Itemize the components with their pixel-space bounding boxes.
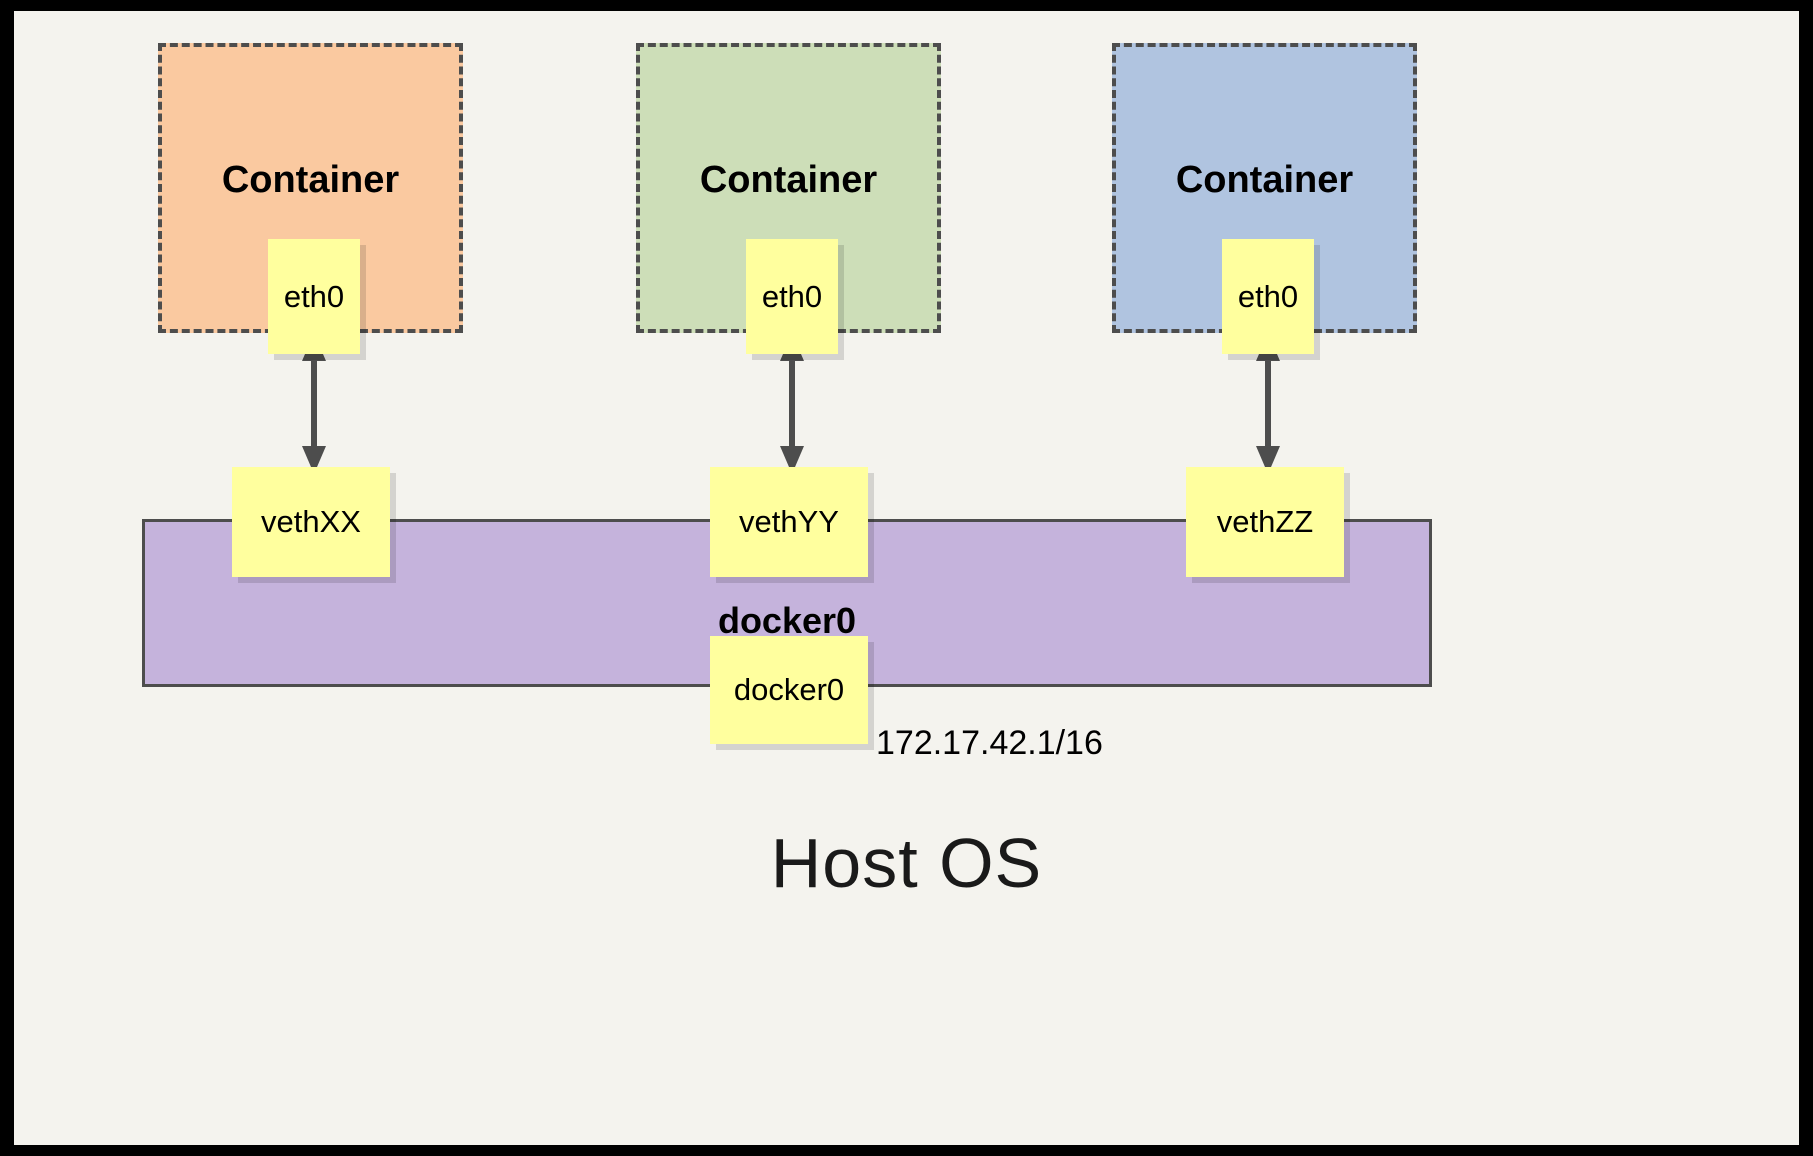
container-title-3: Container [1175, 159, 1354, 201]
container-title-2: Container [699, 159, 878, 201]
container-box-2: Container eth0 [636, 43, 941, 354]
eth0-interface-3: eth0 [1222, 239, 1314, 354]
veth-endpoint-vethzz: vethZZ [1186, 467, 1344, 577]
veth-endpoint-vethxx: vethXX [232, 467, 390, 577]
host-os-canvas: docker0 Container eth0 Container eth0 [14, 11, 1799, 1145]
eth0-interface-2: eth0 [746, 239, 838, 354]
docker0-interface-note: docker0 [710, 636, 868, 744]
container-box-1: Container eth0 [158, 43, 463, 354]
docker0-ip-address: 172.17.42.1/16 [876, 724, 1103, 762]
docker0-bridge-label: docker0 [717, 600, 857, 641]
eth0-interface-1: eth0 [268, 239, 360, 354]
container-title-1: Container [221, 159, 400, 201]
veth-endpoint-vethyy: vethYY [710, 467, 868, 577]
container-box-3: Container eth0 [1112, 43, 1417, 354]
host-os-label: Host OS [770, 824, 1043, 902]
